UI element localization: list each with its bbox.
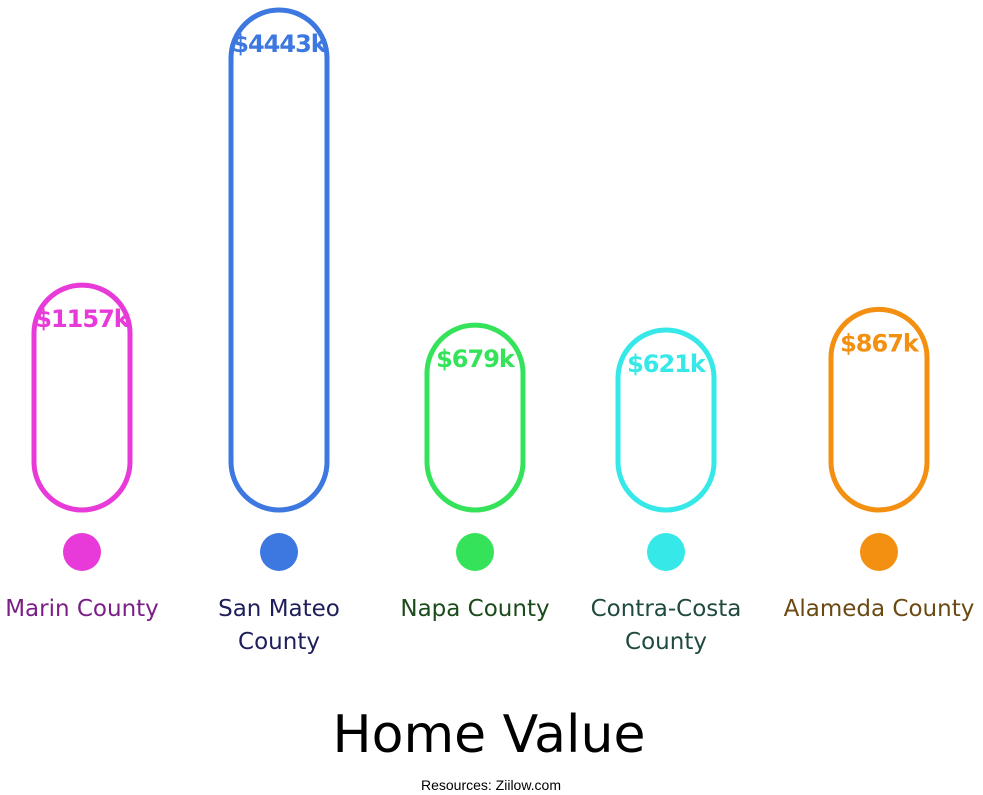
- category-label-line-1-1: County: [238, 629, 320, 655]
- bar-1: [228, 7, 330, 513]
- bar-4: [828, 306, 930, 513]
- chart-source: Resources: Ziilow.com: [421, 777, 561, 793]
- marker-dot-1: [260, 533, 298, 571]
- value-label-4: $867k: [840, 329, 920, 357]
- category-label-line-3-1: County: [625, 629, 707, 655]
- category-label-line-4-0: Alameda County: [784, 596, 975, 622]
- marker-dot-4: [860, 533, 898, 571]
- category-label-line-3-0: Contra-Costa: [591, 596, 742, 622]
- value-label-1: $4443k: [232, 30, 327, 58]
- category-label-line-0-0: Marin County: [5, 596, 159, 622]
- chart-title: Home Value: [333, 705, 646, 765]
- category-label-4: Alameda County: [784, 596, 975, 622]
- value-label-2: $679k: [436, 345, 516, 373]
- bar-0: [31, 282, 133, 513]
- marker-dot-2: [456, 533, 494, 571]
- marker-dot-0: [63, 533, 101, 571]
- category-label-line-1-0: San Mateo: [218, 596, 340, 622]
- bar-2: [424, 322, 526, 513]
- category-label-line-2-0: Napa County: [400, 596, 549, 622]
- marker-dot-3: [647, 533, 685, 571]
- category-label-0: Marin County: [5, 596, 159, 622]
- value-label-0: $1157k: [35, 305, 130, 333]
- bar-3: [615, 327, 717, 513]
- category-label-2: Napa County: [400, 596, 549, 622]
- value-label-3: $621k: [627, 350, 707, 378]
